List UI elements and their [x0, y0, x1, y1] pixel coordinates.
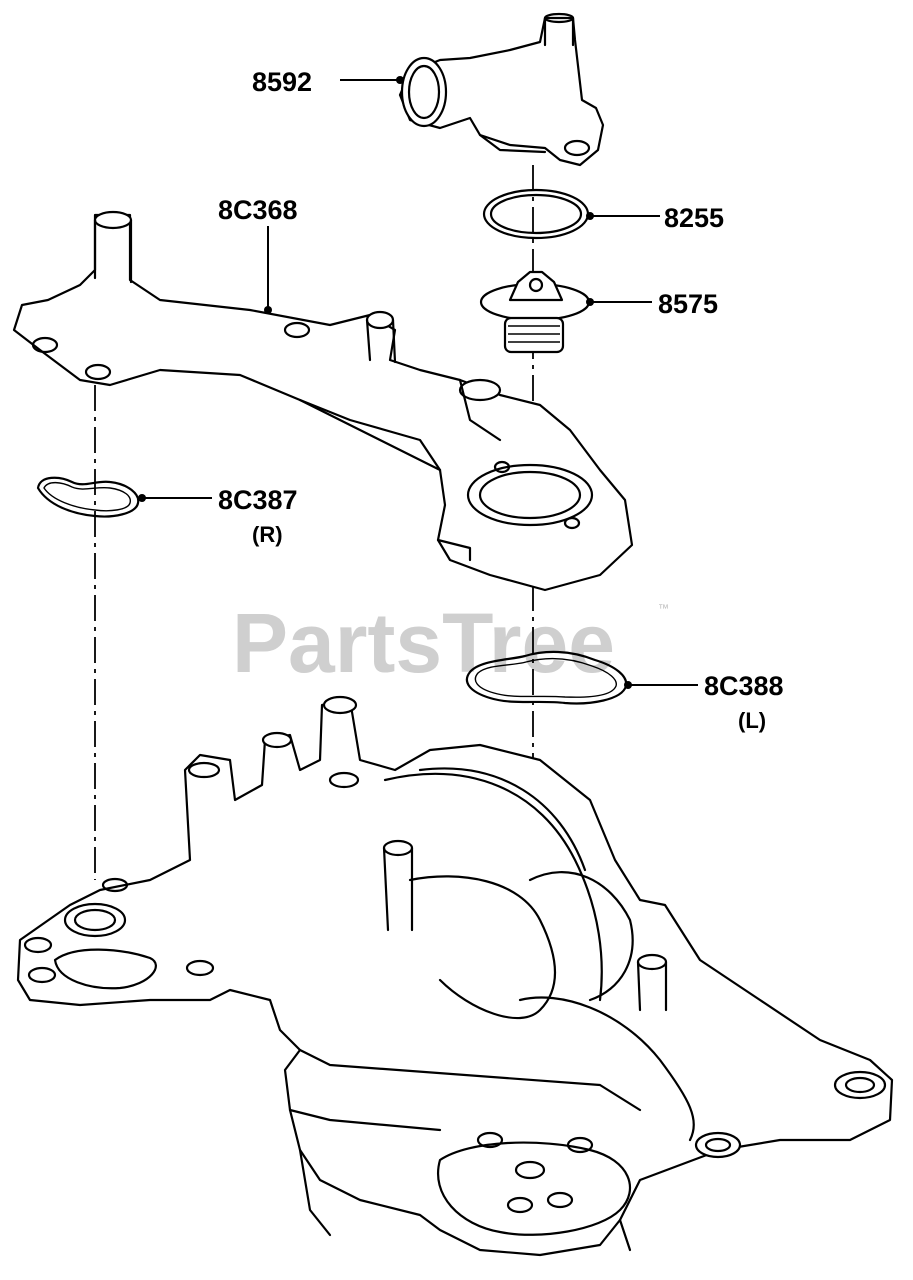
watermark-brand: PartsTree — [232, 596, 615, 690]
part-8255-o-ring[interactable] — [482, 188, 590, 240]
part-8592-water-outlet[interactable] — [398, 12, 605, 167]
part-8575-thermostat[interactable] — [479, 270, 591, 354]
callout-8C387[interactable]: 8C387 (R) — [138, 485, 298, 547]
callout-8C387-side: (R) — [252, 522, 283, 547]
intake-manifold — [16, 695, 894, 1257]
callout-8C387-label: 8C387 — [218, 485, 298, 515]
callout-8255[interactable]: 8255 — [586, 203, 724, 233]
callout-8592-label: 8592 — [252, 67, 312, 97]
callout-8592[interactable]: 8592 — [252, 67, 404, 97]
watermark-trademark: ™ — [658, 603, 669, 615]
callout-8C388[interactable]: 8C388 (L) — [624, 671, 784, 733]
callout-8255-label: 8255 — [664, 203, 724, 233]
callout-8C388-side: (L) — [738, 708, 766, 733]
callout-8575-label: 8575 — [658, 289, 718, 319]
part-8C387-gasket-right[interactable] — [36, 476, 140, 518]
callout-8C368-label: 8C368 — [218, 195, 298, 225]
watermark: PartsTree ™ — [232, 596, 669, 690]
assembly-centerlines — [94, 165, 534, 1110]
callout-8C388-label: 8C388 — [704, 671, 784, 701]
callout-8C368[interactable]: 8C368 — [218, 195, 298, 314]
callout-8575[interactable]: 8575 — [586, 289, 718, 319]
part-8C368-crossover-housing[interactable] — [12, 210, 634, 592]
